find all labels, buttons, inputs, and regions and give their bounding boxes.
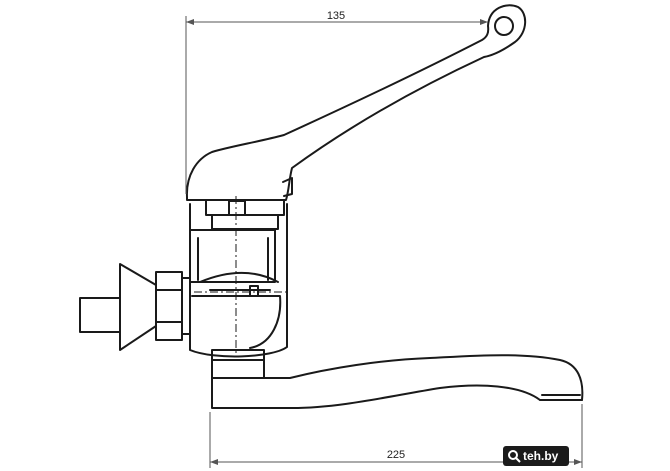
magnifier-icon xyxy=(508,450,521,463)
dim-arrow-bottom-left xyxy=(210,459,218,465)
dim-arrow-top-left xyxy=(186,19,194,25)
spout-collar xyxy=(211,349,265,379)
dim-arrow-top-right xyxy=(480,19,488,25)
inner-pin-block xyxy=(249,285,259,297)
mixer-body xyxy=(189,203,288,358)
dim-arrow-bottom-right xyxy=(574,459,582,465)
nut-washer xyxy=(181,277,191,335)
inlet-cone xyxy=(119,263,157,351)
inner-curve xyxy=(199,272,279,283)
dimension-label-top: 135 xyxy=(327,10,345,22)
watermark-text: teh.by xyxy=(523,449,559,463)
cartridge-stem xyxy=(228,200,246,216)
inner-channel xyxy=(191,295,282,349)
spout xyxy=(211,354,584,409)
inlet-pipe xyxy=(79,297,121,333)
lever-pivot xyxy=(282,177,293,197)
hex-nut xyxy=(155,271,183,341)
watermark-badge: teh.by xyxy=(503,446,569,466)
cartridge-housing xyxy=(189,229,276,283)
lever-handle xyxy=(185,4,527,201)
lever-ring-hole xyxy=(494,16,514,36)
dimension-label-bottom: 225 xyxy=(387,449,405,461)
cartridge-collar xyxy=(211,214,279,230)
